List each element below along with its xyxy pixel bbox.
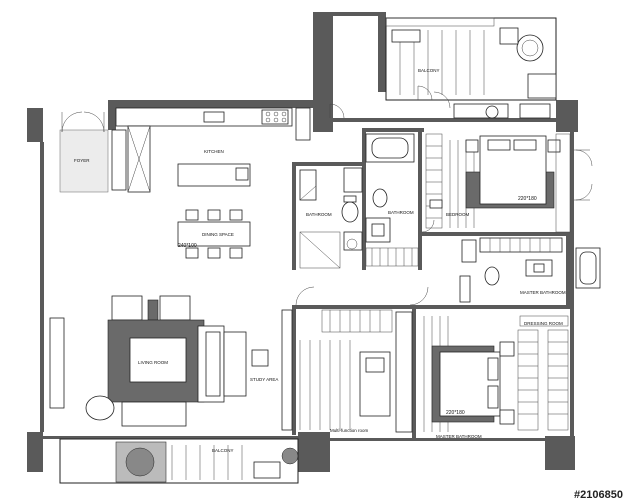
kitchen-sink	[203, 111, 225, 123]
toilet	[341, 201, 359, 223]
master-bedroom-label: MASTER BATHROOM	[436, 434, 482, 439]
dressing-room-label: DRESSING ROOM	[524, 321, 563, 326]
study-area-label: STUDY AREA	[250, 377, 278, 382]
dining-area: DINING SPACE 240*100	[177, 209, 251, 259]
foyer-label: FOYER	[74, 158, 90, 163]
dining-table	[177, 221, 251, 247]
utility-sink	[527, 73, 557, 99]
multifunction-room-label: Multi-function room	[330, 428, 369, 433]
door-swings	[295, 85, 593, 306]
foyer: FOYER	[59, 111, 127, 193]
bathroom-2-label: BATHROOM	[388, 210, 414, 215]
bedroom: BEDROOM 220*180	[425, 133, 571, 233]
round-table	[516, 34, 544, 62]
bottom-balcony: BALCONY	[59, 438, 299, 484]
watermark: #2106850	[574, 489, 623, 501]
master-bathroom-label: MASTER BATHROOM	[520, 290, 566, 295]
living-room-label: LIVING ROOM	[138, 360, 168, 365]
master-toilet	[484, 266, 500, 286]
balcony-top-label: BALCONY	[418, 68, 440, 73]
living-room: LIVING ROOM STUDY AREA	[49, 295, 293, 431]
bathrooms: BATHROOM BATHROOM	[299, 133, 419, 269]
dining-label: DINING SPACE	[202, 232, 234, 237]
master-bedroom-dimension: 220*180	[446, 410, 465, 416]
cooktop	[261, 109, 289, 125]
kitchen-island	[177, 163, 251, 187]
kitchen-label: KITCHEN	[204, 149, 224, 154]
top-balcony: BALCONY	[385, 17, 557, 119]
bedroom-label: BEDROOM	[446, 212, 470, 217]
master-bathroom: MASTER BATHROOM	[459, 237, 601, 303]
dining-dimension: 240*100	[178, 243, 197, 249]
multifunction-room: Multi-function room	[299, 309, 413, 433]
bathroom-1-label: BATHROOM	[306, 212, 332, 217]
exterior-walls	[27, 12, 578, 472]
master-bedroom: DRESSING ROOM MASTER BATHROOM 220*180	[423, 315, 569, 439]
bedroom-dimension: 220*180	[518, 196, 537, 202]
kitchen: KITCHEN	[115, 107, 311, 193]
balcony-bottom-label: BALCONY	[212, 448, 234, 453]
